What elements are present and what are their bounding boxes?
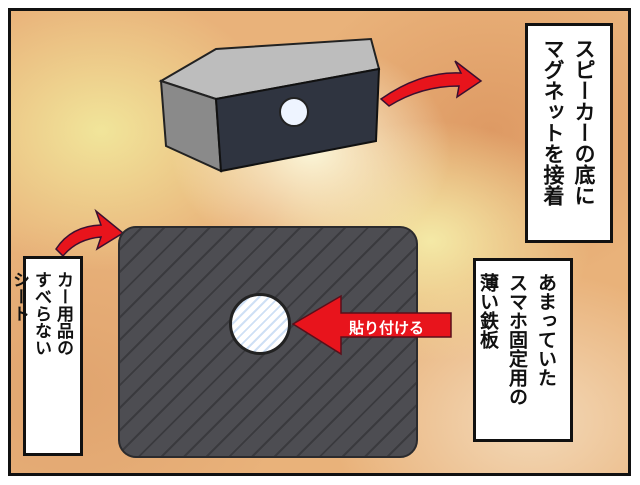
illustration <box>55 37 483 258</box>
caption-plate: あまっていた スマホ固定用の 薄い鉄板 <box>473 258 573 442</box>
caption-line: カー用品の <box>53 271 73 356</box>
speaker-magnet-icon <box>279 97 309 127</box>
caption-line: あまっていた <box>535 273 557 387</box>
caption-line: シート <box>9 271 29 322</box>
comic-panel: 貼り付ける スピーカーの底に マグネットを接着 あまっていた スマホ固定用の 薄… <box>8 8 631 476</box>
curved-arrow-icon <box>379 60 483 107</box>
speaker-illustration <box>158 37 381 173</box>
caption-magnet: スピーカーの底に マグネットを接着 <box>525 23 613 243</box>
caption-line: スピーカーの底に <box>572 38 597 206</box>
curved-arrow-icon <box>55 208 125 258</box>
left-arrow-icon <box>291 294 452 356</box>
caption-sheet: カー用品の すべらない シート <box>11 256 83 456</box>
straight-arrow <box>291 294 452 356</box>
arrow-label: 貼り付ける <box>349 319 425 337</box>
caption-line: スマホ固定用の <box>506 273 528 406</box>
steel-plate-disc <box>229 293 291 355</box>
caption-line: マグネットを接着 <box>541 38 566 206</box>
caption-line: 薄い鉄板 <box>477 273 499 349</box>
caption-line: すべらない <box>31 271 51 356</box>
